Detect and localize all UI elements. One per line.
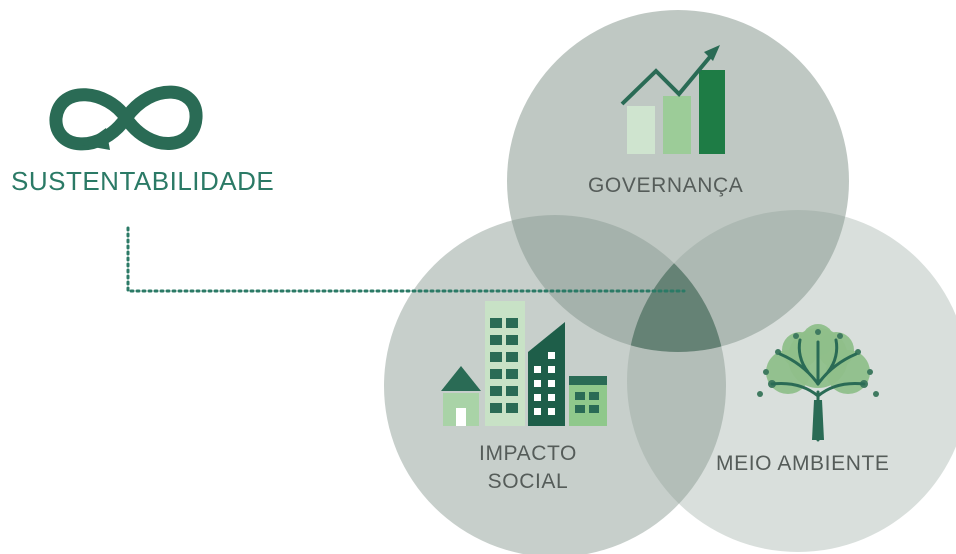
- dotted-connector: [126, 226, 686, 293]
- city-buildings-icon: [441, 301, 607, 426]
- circle-governanca: [507, 10, 849, 352]
- impacto-social-line-2: SOCIAL: [487, 470, 569, 493]
- tree-icon: [757, 324, 879, 442]
- infinity-arrow-icon: [49, 85, 203, 151]
- sustainability-label: SUSTENTABILIDADE: [11, 166, 275, 196]
- meio-ambiente-label: MEIO AMBIENTE: [716, 452, 890, 475]
- impacto-social-line-1: IMPACTO: [479, 442, 577, 465]
- growth-chart-icon: [620, 45, 725, 154]
- governanca-label: GOVERNANÇA: [588, 174, 744, 197]
- impacto-social-label: IMPACTO SOCIAL: [440, 440, 616, 496]
